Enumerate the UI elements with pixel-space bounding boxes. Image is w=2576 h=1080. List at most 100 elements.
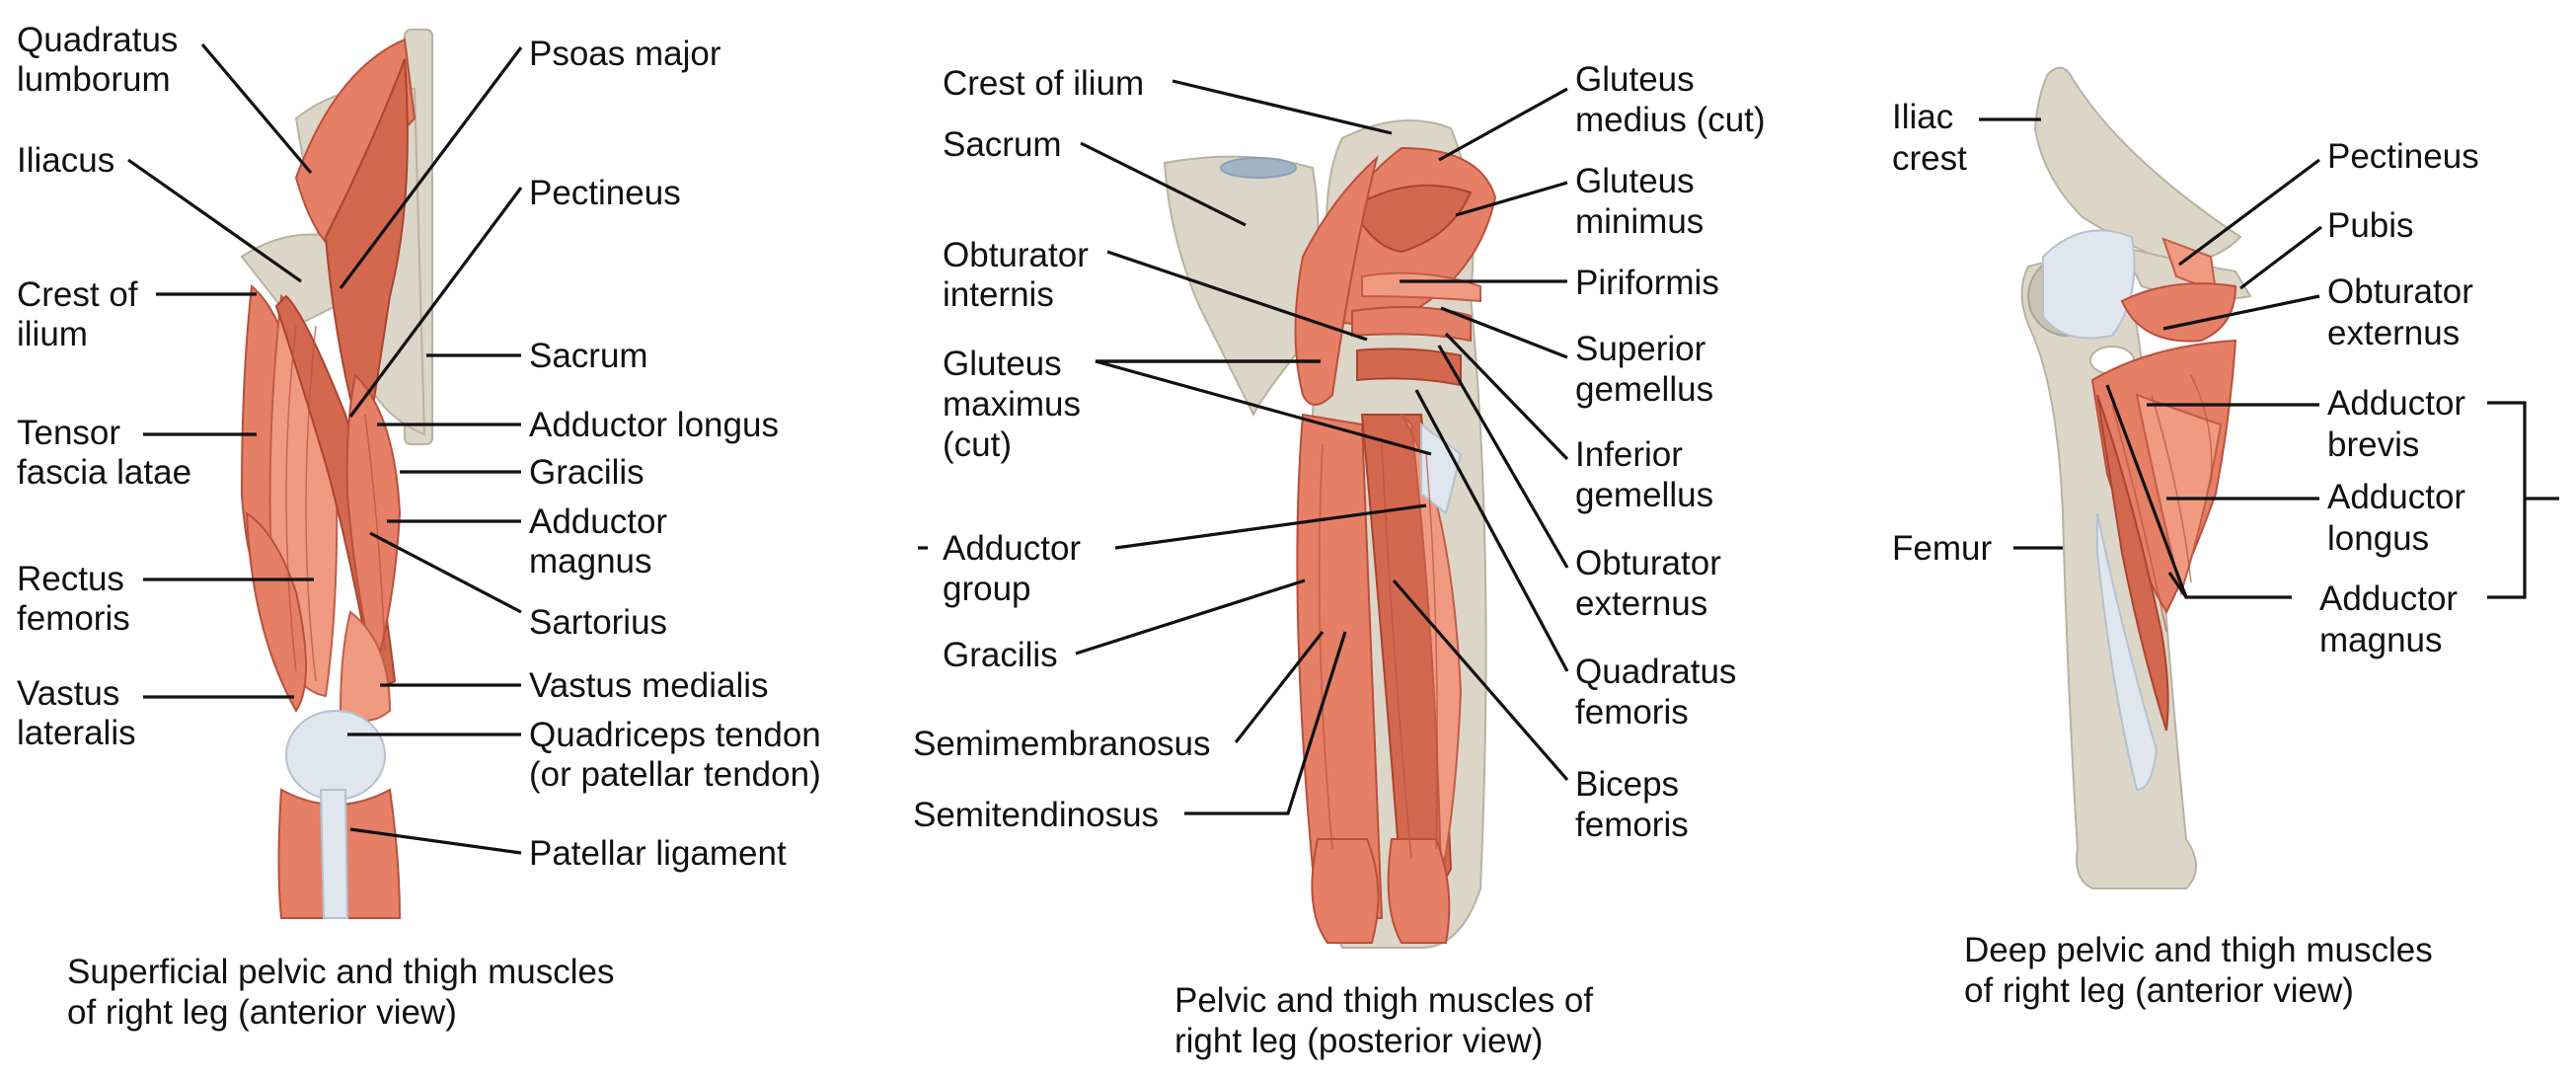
label-line: gemellus: [1575, 370, 1713, 409]
leader-superior-gemellus: [1440, 306, 1568, 359]
label-line: magnus: [529, 542, 652, 580]
label-femur: Femur: [1892, 529, 1992, 568]
label-sacrum: Sacrum: [529, 337, 648, 375]
label-line: minimus: [1575, 202, 1704, 241]
label-line: Obturator: [1575, 544, 1721, 582]
leader-quadratus-femoris: [1414, 389, 1569, 672]
label-leaders-superficial-anterior: [127, 42, 523, 855]
label-vastus-medialis: Vastus medialis: [529, 666, 769, 705]
label-line: ilium: [17, 315, 88, 353]
label-line: femoris: [1575, 693, 1689, 732]
leader-crest-of-ilium-posterior: [1172, 79, 1393, 135]
label-quadriceps-tendon: Quadriceps tendon(or patellar tendon): [529, 716, 821, 794]
label-line: Femur: [1892, 529, 1992, 568]
label-line: femoris: [1575, 806, 1689, 844]
leader-pubis: [2239, 225, 2322, 290]
label-line: lateralis: [17, 714, 136, 752]
label-psoas-major: Psoas major: [529, 35, 721, 73]
label-line: Quadratus: [17, 21, 178, 59]
label-line: Sartorius: [529, 603, 667, 642]
leader-obturator-externus-deep: [2162, 294, 2320, 331]
label-line: Patellar ligament: [529, 834, 787, 873]
label-line: fascia latae: [17, 453, 191, 492]
label-line: right leg (posterior view): [1174, 1022, 1543, 1060]
label-leaders-posterior: [918, 79, 1569, 815]
label-line: Piriformis: [1575, 264, 1719, 302]
label-line: Vastus: [17, 674, 119, 713]
label-line: Superficial pelvic and thigh muscles: [67, 953, 614, 991]
label-line: Pubis: [2327, 206, 2414, 245]
label-line: Pelvic and thigh muscles of: [1174, 981, 1593, 1020]
label-line: internis: [943, 275, 1054, 314]
label-line: Sacrum: [529, 337, 648, 375]
label-line: Psoas major: [529, 35, 721, 73]
leader-biceps-femoris: [1392, 579, 1569, 782]
leader-inferior-gemellus: [1444, 332, 1569, 461]
label-crest-of-ilium-posterior: Crest of ilium: [943, 64, 1144, 103]
label-line: Sacrum: [943, 125, 1062, 164]
anatomy-illustration-deep-anterior: [2020, 66, 2252, 889]
leader-sartorius: [369, 531, 522, 614]
label-line: (or patellar tendon): [529, 755, 821, 794]
leader-adductor-group: [1114, 503, 1427, 550]
label-line: longus: [2327, 519, 2429, 558]
label-line: Gluteus: [1575, 162, 1695, 200]
label-line: Crest of ilium: [943, 64, 1144, 103]
label-line: Adductor: [2327, 384, 2465, 423]
label-line: Adductor: [943, 529, 1081, 568]
label-patellar-ligament: Patellar ligament: [529, 834, 787, 873]
label-line: Gracilis: [943, 636, 1058, 674]
label-line: Gluteus: [1575, 60, 1695, 99]
label-line: Adductor longus: [529, 406, 779, 444]
leader-gracilis-posterior: [1075, 579, 1306, 656]
label-gracilis-posterior: Gracilis: [943, 636, 1058, 674]
leader-iliacus: [127, 158, 302, 283]
label-line: Gluteus: [943, 345, 1062, 383]
label-line: Vastus medialis: [529, 666, 769, 705]
adductor-group-bracket: [2487, 401, 2527, 599]
label-line: Crest of: [17, 275, 138, 314]
label-line: crest: [1892, 139, 1967, 178]
label-line: lumborum: [17, 60, 171, 99]
label-line: Pectineus: [529, 174, 681, 212]
leader-semitendinosus: [1184, 631, 1347, 815]
anatomy-illustration-superficial-anterior: [240, 29, 433, 919]
label-pectineus: Pectineus: [529, 174, 681, 212]
label-line: magnus: [2319, 621, 2443, 659]
leader-obturator-externus-posterior: [1437, 345, 1569, 569]
label-gracilis: Gracilis: [529, 453, 644, 492]
label-line: Adductor: [2319, 579, 2458, 618]
label-semimembranosus: Semimembranosus: [913, 725, 1211, 763]
label-line: Quadriceps tendon: [529, 716, 821, 754]
label-line: Pectineus: [2327, 137, 2479, 176]
leader-gluteus-medius: [1438, 87, 1568, 162]
label-line: Obturator: [943, 236, 1089, 274]
label-line: group: [943, 570, 1031, 608]
label-line: femoris: [17, 599, 130, 638]
label-line: of right leg (anterior view): [67, 993, 457, 1032]
label-line: Biceps: [1575, 765, 1679, 804]
leader-semimembranosus: [1234, 631, 1325, 743]
